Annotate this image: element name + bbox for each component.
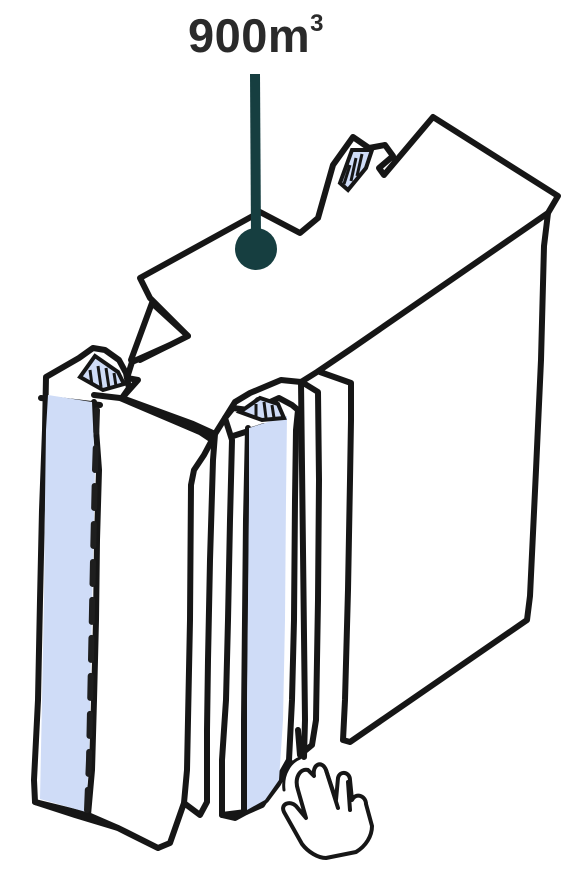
left-gable [131,303,188,360]
connector-walls [298,382,319,757]
roof-outline [122,117,558,434]
middle-glazing [247,416,287,810]
left-glazing [40,395,95,812]
left-tower-base [35,802,158,848]
pointing-hand-icon [283,758,372,858]
pin-marker-icon [235,74,277,270]
